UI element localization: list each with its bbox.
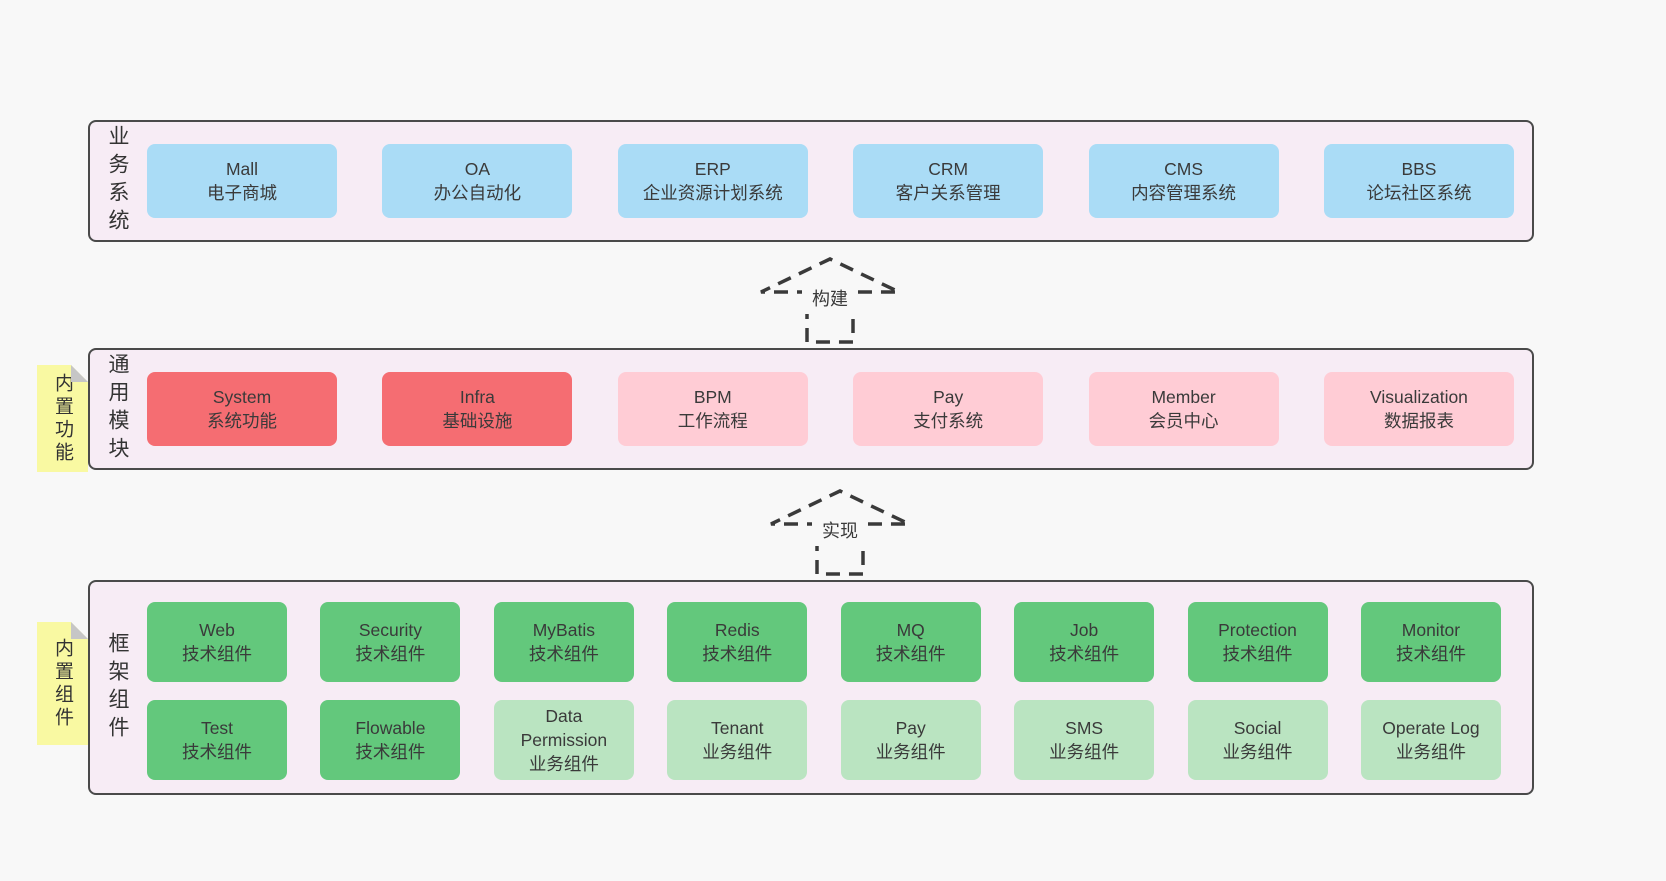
node-infra: Infra 基础设施 — [382, 372, 573, 446]
build-arrow-icon: 构建 — [760, 257, 900, 344]
node-monitor: Monitor 技术组件 — [1360, 602, 1501, 682]
node-mybatis: MyBatis 技术组件 — [493, 602, 634, 682]
node-sms: SMS 业务组件 — [1014, 700, 1155, 780]
node-redis: Redis 技术组件 — [667, 602, 808, 682]
node-member: Member 会员中心 — [1088, 372, 1279, 446]
sticky-built-in-features: 内置功能 — [37, 365, 88, 472]
components-row-1: Web 技术组件 Security 技术组件 MyBatis 技术组件 Redi… — [147, 602, 1501, 682]
layer-framework-components: 框架组件 Web 技术组件 Security 技术组件 MyBatis 技术组件… — [88, 580, 1534, 795]
node-oa: OA 办公自动化 — [382, 144, 573, 218]
build-arrow-label: 构建 — [812, 289, 848, 309]
modules-boxes-row: System 系统功能 Infra 基础设施 BPM 工作流程 Pay 支付系统… — [147, 372, 1514, 446]
business-boxes-row: Mall 电子商城 OA 办公自动化 ERP 企业资源计划系统 CRM 客户关系… — [147, 144, 1514, 218]
node-flowable: Flowable 技术组件 — [320, 700, 461, 780]
node-data-permission: Data Permission 业务组件 — [493, 700, 634, 780]
node-social: Social 业务组件 — [1187, 700, 1328, 780]
layer-business-systems: 业务系统 Mall 电子商城 OA 办公自动化 ERP 企业资源计划系统 CRM… — [88, 120, 1534, 242]
node-operate-log: Operate Log 业务组件 — [1360, 700, 1501, 780]
node-crm: CRM 客户关系管理 — [853, 144, 1044, 218]
implement-arrow-icon: 实现 — [770, 489, 910, 576]
folded-corner-icon — [71, 365, 88, 382]
node-erp: ERP 企业资源计划系统 — [617, 144, 808, 218]
implement-arrow-label: 实现 — [822, 521, 858, 541]
node-pay-module: Pay 支付系统 — [853, 372, 1044, 446]
node-tenant: Tenant 业务组件 — [667, 700, 808, 780]
layer-label-modules: 通用模块 — [106, 353, 129, 465]
node-bpm: BPM 工作流程 — [617, 372, 808, 446]
node-security: Security 技术组件 — [320, 602, 461, 682]
sticky-built-in-components: 内置组件 — [37, 622, 88, 745]
components-row-2: Test 技术组件 Flowable 技术组件 Data Permission … — [147, 700, 1501, 780]
layer-label-components: 框架组件 — [106, 631, 129, 744]
node-bbs: BBS 论坛社区系统 — [1323, 144, 1514, 218]
layer-label-business: 业务系统 — [106, 125, 129, 237]
node-job: Job 技术组件 — [1014, 602, 1155, 682]
node-mq: MQ 技术组件 — [840, 602, 981, 682]
node-system: System 系统功能 — [147, 372, 337, 446]
node-test: Test 技术组件 — [147, 700, 287, 780]
node-protection: Protection 技术组件 — [1187, 602, 1328, 682]
node-cms: CMS 内容管理系统 — [1088, 144, 1279, 218]
node-pay-component: Pay 业务组件 — [840, 700, 981, 780]
node-web: Web 技术组件 — [147, 602, 287, 682]
node-visualization: Visualization 数据报表 — [1323, 372, 1514, 446]
node-mall: Mall 电子商城 — [147, 144, 337, 218]
layer-common-modules: 通用模块 System 系统功能 Infra 基础设施 BPM 工作流程 Pay… — [88, 348, 1534, 470]
folded-corner-icon — [71, 622, 88, 639]
